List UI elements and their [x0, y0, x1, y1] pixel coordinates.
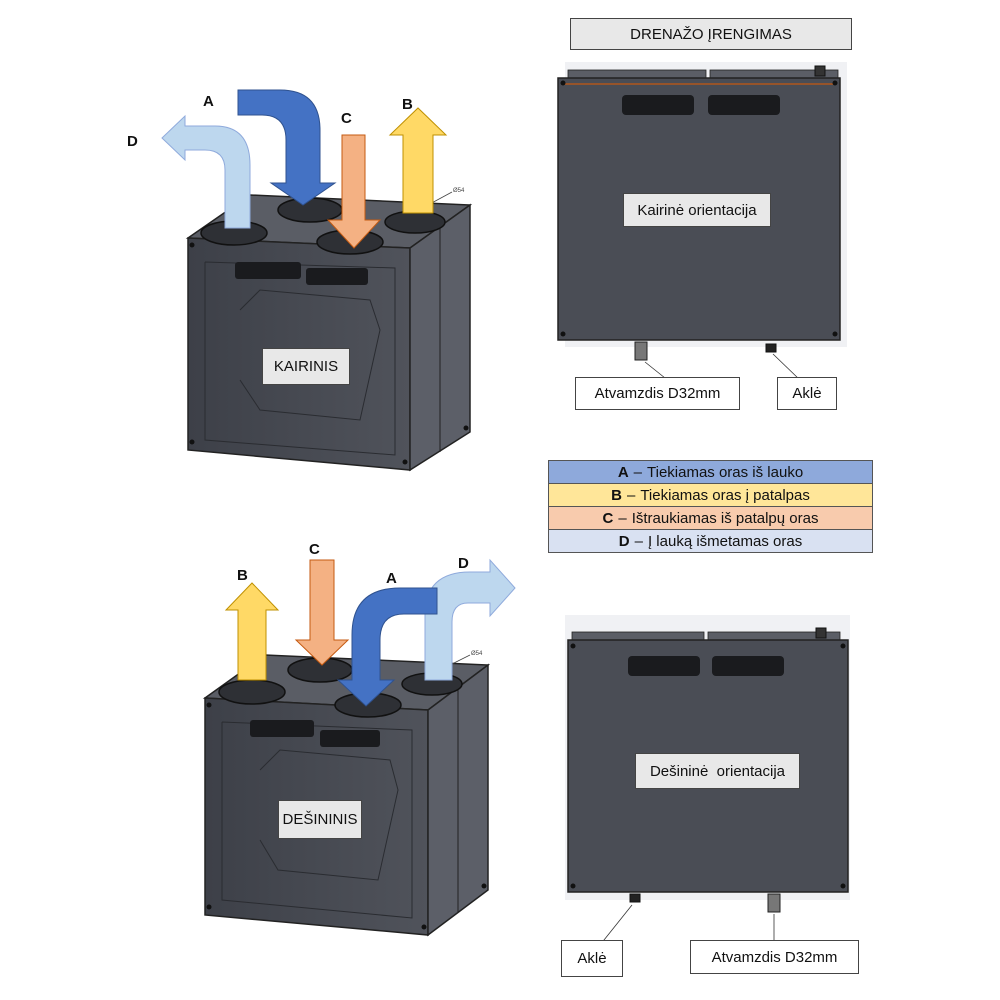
legend-text: Ištraukiamas iš patalpų oras — [631, 509, 819, 527]
drain-cap-icon — [765, 343, 777, 353]
arrow-d-exhaust-outdoor — [424, 558, 516, 681]
unit-kairinis-3d: Ø54 — [185, 188, 473, 472]
pipe-label-right: Atvamzdis D32mm — [690, 940, 859, 974]
arrow-d-exhaust-outdoor — [161, 114, 251, 229]
unit-label-desininis: DEŠININIS — [278, 800, 362, 839]
logo-plate-icon — [306, 268, 368, 285]
arrow-label-c: C — [341, 110, 352, 127]
legend-sep: – — [626, 486, 636, 504]
unit-label-kairinis: KAIRINIS — [262, 348, 350, 385]
legend-text: Į lauką išmetamas oras — [647, 532, 803, 550]
pipe-label-left-text: Atvamzdis D32mm — [594, 385, 721, 402]
cap-label-left: Aklė — [777, 377, 837, 410]
legend-text: Tiekiamas oras iš lauko — [647, 463, 804, 481]
legend-key: B — [611, 486, 622, 504]
legend-row-b: B–Tiekiamas oras į patalpas — [548, 484, 873, 507]
duct-port-icon — [384, 210, 446, 234]
svg-text:Ø54: Ø54 — [453, 188, 465, 194]
cap-label-right: Aklė — [561, 940, 623, 977]
arrow-label-d: D — [127, 133, 138, 150]
arrow-label-a: A — [203, 93, 214, 110]
unit-desininis-3d: Ø54 — [202, 651, 491, 937]
orientation-label-right: Dešininė orientacija — [635, 753, 800, 789]
legend-row-c: C–Ištraukiamas iš patalpų oras — [548, 507, 873, 530]
logo-plate-icon — [235, 262, 301, 279]
legend-table: A–Tiekiamas oras iš lauko B–Tiekiamas or… — [548, 460, 873, 553]
arrow-c-extract-room — [326, 134, 382, 249]
arrow-a-supply-outdoor — [336, 587, 438, 707]
page-title: DRENAŽO ĮRENGIMAS — [570, 18, 852, 50]
duct-port-icon — [277, 197, 343, 223]
arrow-a-supply-outdoor — [237, 89, 337, 206]
svg-text:Ø54: Ø54 — [471, 651, 483, 657]
duct-port-icon — [218, 679, 286, 705]
arrow-b-supply-room — [388, 107, 448, 214]
logo-plate-icon — [708, 95, 780, 115]
legend-key: A — [617, 463, 629, 481]
logo-plate-icon — [712, 656, 784, 676]
logo-plate-icon — [628, 656, 700, 676]
legend-key: D — [618, 532, 630, 550]
legend-row-d: D–Į lauką išmetamas oras — [548, 530, 873, 553]
unit-label-desininis-text: DEŠININIS — [282, 811, 358, 828]
arrow-b-supply-room — [224, 582, 280, 681]
pipe-label-right-text: Atvamzdis D32mm — [711, 948, 838, 966]
legend-key: C — [602, 509, 614, 527]
arrow-label-b: B — [402, 96, 413, 113]
orientation-label-left-text: Kairinė orientacija — [637, 201, 757, 219]
logo-plate-icon — [250, 720, 314, 737]
legend-sep: – — [633, 463, 642, 481]
drain-pipe-icon — [634, 341, 648, 361]
page-title-text: DRENAŽO ĮRENGIMAS — [630, 25, 792, 43]
cap-label-left-text: Aklė — [792, 385, 822, 402]
cap-label-right-text: Aklė — [577, 950, 607, 967]
orientation-label-right-text: Dešininė orientacija — [649, 762, 786, 780]
drain-pipe-icon — [767, 893, 781, 913]
arrow-label-d: D — [458, 555, 469, 572]
legend-row-a: A–Tiekiamas oras iš lauko — [548, 460, 873, 484]
front-view-kairine — [557, 62, 847, 381]
unit-label-kairinis-text: KAIRINIS — [273, 358, 339, 375]
drain-cap-icon — [629, 893, 641, 903]
pipe-label-left: Atvamzdis D32mm — [575, 377, 740, 410]
arrow-label-a: A — [386, 570, 397, 587]
logo-plate-icon — [622, 95, 694, 115]
arrow-label-b: B — [237, 567, 248, 584]
arrow-c-extract-room — [294, 559, 350, 666]
arrow-label-c: C — [309, 541, 320, 558]
legend-sep: – — [634, 532, 643, 550]
orientation-label-left: Kairinė orientacija — [623, 193, 771, 227]
legend-sep: – — [618, 509, 627, 527]
logo-plate-icon — [320, 730, 380, 747]
legend-text: Tiekiamas oras į patalpas — [640, 486, 810, 504]
